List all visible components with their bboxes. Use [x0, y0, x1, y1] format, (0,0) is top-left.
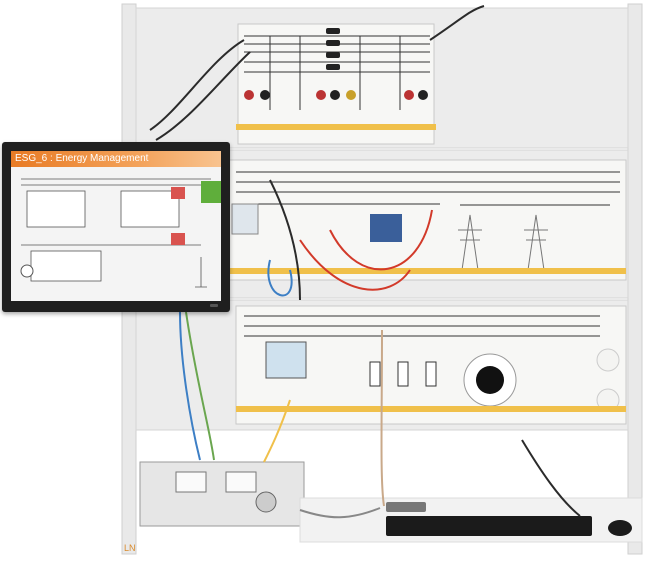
brand-mark-bottom: LN: [124, 543, 136, 553]
keyboard: [386, 516, 592, 536]
power-supply-unit: [139, 461, 305, 527]
blue-relay-module: [370, 214, 402, 242]
right-upright: [627, 3, 643, 555]
screen-red-block-1: [171, 187, 185, 199]
screen-red-block-2: [171, 233, 185, 245]
screen-transformer-symbol: [20, 264, 34, 278]
transformer-knob: [476, 366, 504, 394]
middle-lines: [236, 171, 620, 206]
screen-title: ESG_6 : Energy Management: [11, 151, 221, 167]
monitor-screen[interactable]: ESG_6 : Energy Management: [11, 151, 221, 301]
yellow-cable-middle: [224, 268, 626, 274]
top-sockets: [244, 28, 428, 100]
meter-display-lower: [265, 341, 307, 379]
meter-display-middle: [231, 203, 259, 235]
load-resistors: [369, 361, 437, 387]
psu-meter-2: [225, 471, 257, 493]
screen-diagram: [20, 178, 221, 288]
yellow-cable-lower: [236, 406, 626, 412]
usb-hub: [386, 502, 426, 512]
yellow-cable-top: [236, 124, 436, 130]
psu-meter-1: [175, 471, 207, 493]
monitor-power-button[interactable]: [210, 304, 218, 307]
psu-knob: [255, 491, 277, 513]
light-bulb-1: [596, 348, 620, 372]
top-busbars: [244, 35, 430, 110]
power-line-towers: [458, 214, 548, 271]
mouse: [608, 520, 632, 536]
monitor: ESG_6 : Energy Management: [2, 142, 230, 312]
lower-busbars: [244, 315, 600, 337]
screen-green-icon: [201, 181, 221, 203]
patch-cables: [149, 5, 581, 519]
middle-module: [223, 159, 627, 281]
